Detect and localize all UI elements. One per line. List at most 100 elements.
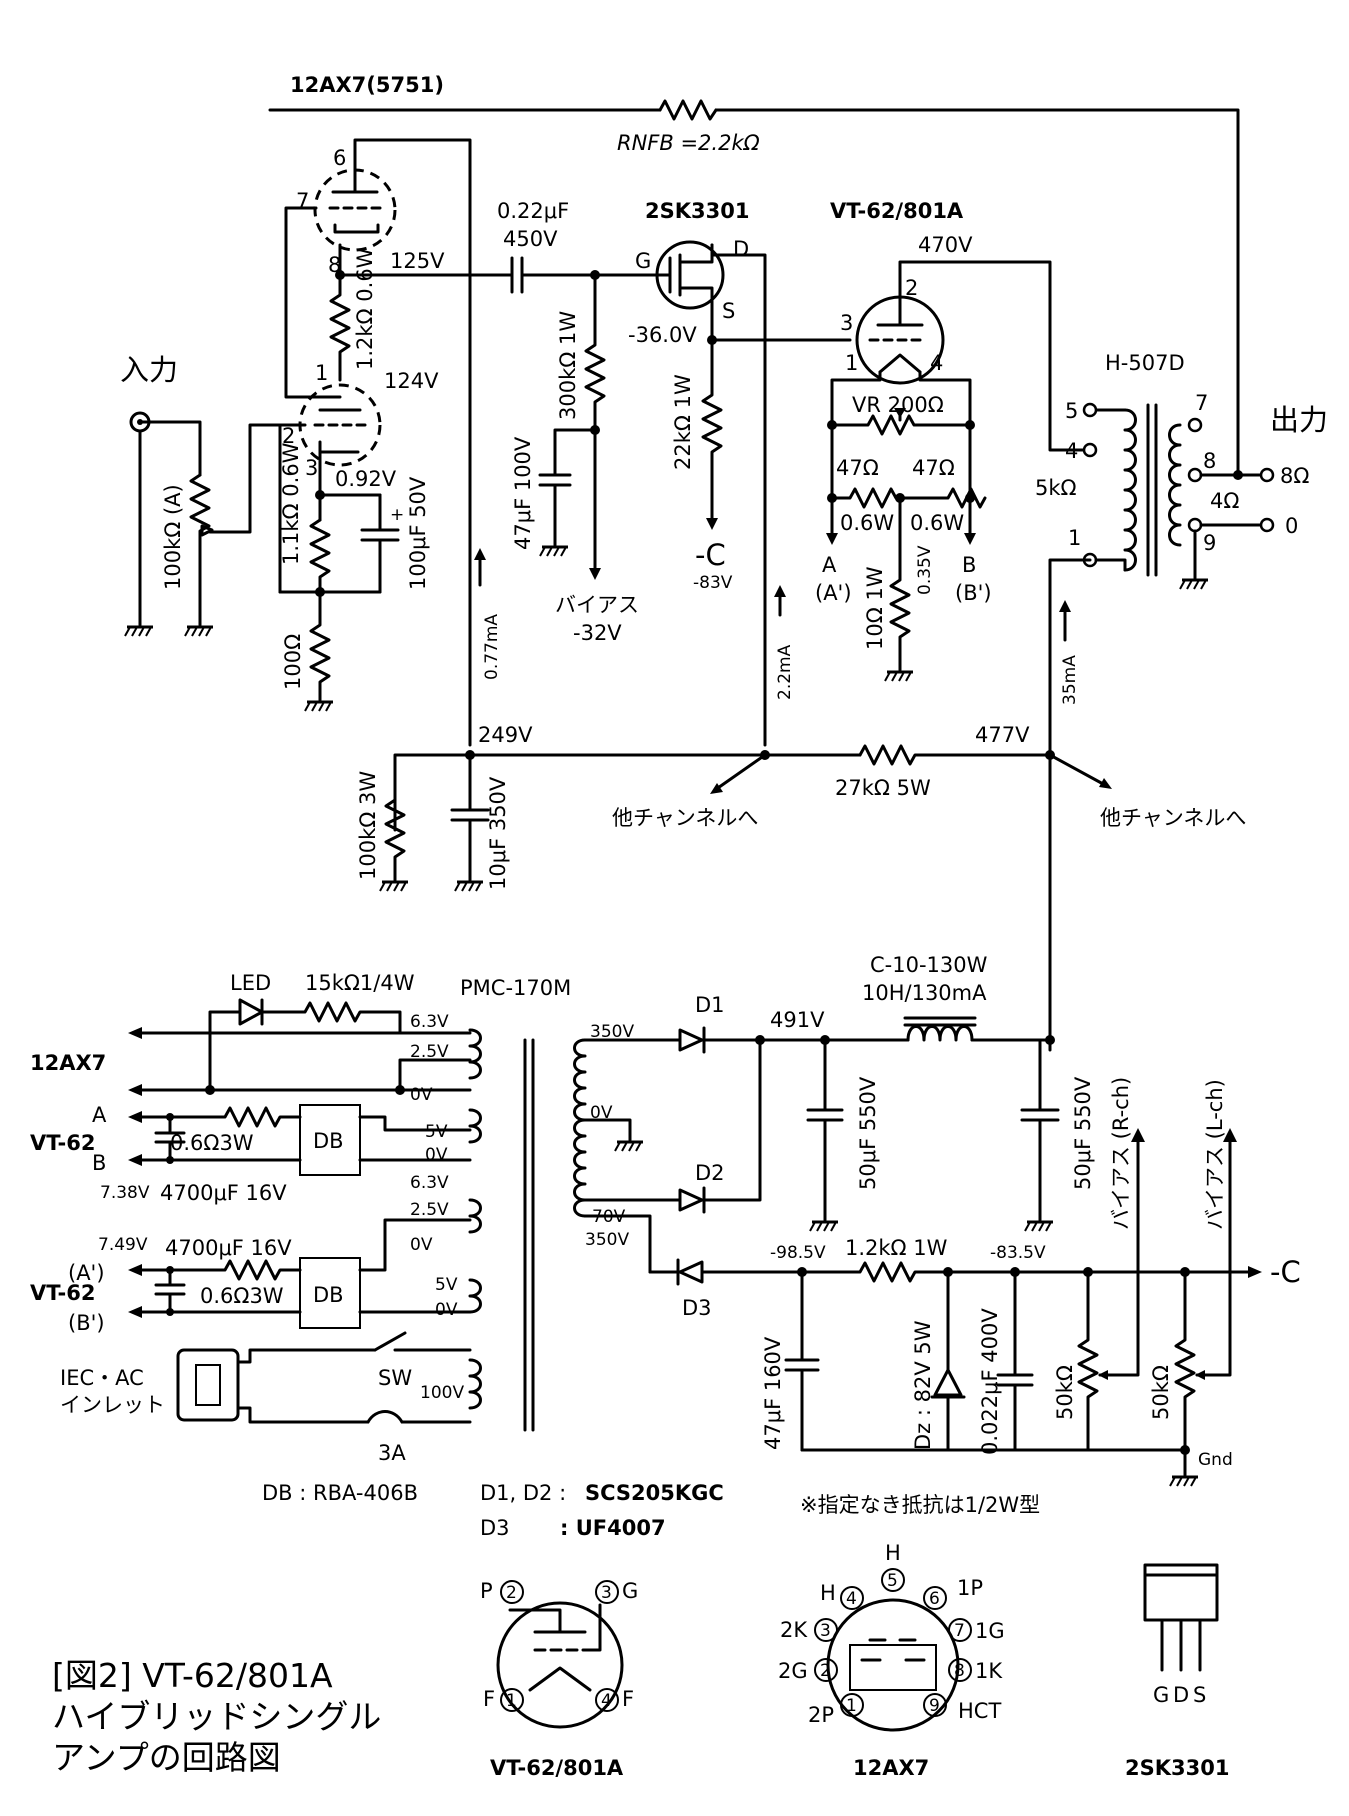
v350a: 350V — [590, 1022, 634, 1042]
zener-dz — [930, 1270, 966, 1452]
note-db-label: DB : RBA-406B — [262, 1481, 418, 1505]
ot-pin5: 5 — [1065, 399, 1078, 423]
diode-d2 — [678, 1188, 704, 1212]
vt62-pin1: 1 — [845, 351, 858, 375]
heater-12ax7: 12AX7 — [30, 1051, 106, 1075]
caption-line-1: [図2] VT-62/801A — [52, 1656, 333, 1695]
sw-label: SW — [378, 1366, 412, 1390]
gate-cap-label: 47μF 100V — [511, 436, 535, 550]
v0d: 0V — [435, 1300, 458, 1320]
caption-line-3: アンプの回路図 — [52, 1738, 281, 1777]
iec-label-2: インレット — [60, 1393, 165, 1417]
v749: 7.49V — [98, 1235, 148, 1255]
note-d12-value: SCS205KGC — [585, 1481, 724, 1505]
ax7-pin-6: 6 — [929, 1589, 940, 1609]
vr50b-label: 50kΩ — [1149, 1365, 1173, 1420]
ax7-pin-3: 3 — [820, 1621, 831, 1641]
ax7-pin-7: 7 — [954, 1621, 965, 1641]
r27k-label: 27kΩ 5W — [835, 776, 931, 800]
ax7-label-hct: HCT — [958, 1699, 1001, 1723]
volume-label: 100kΩ (A) — [161, 484, 185, 590]
fet-pin-s: S — [1193, 1683, 1206, 1707]
ot-pin1: 1 — [1068, 526, 1081, 550]
input-label: 入力 — [120, 353, 178, 387]
v0e: 0V — [590, 1103, 613, 1123]
iec-label-1: IEC・AC — [60, 1366, 144, 1390]
output-tube-title: VT-62/801A — [830, 199, 964, 223]
ax7-label-h-top: H — [885, 1541, 901, 1565]
note-d3-label: D3 — [480, 1516, 510, 1540]
r06b-label: 0.6Ω3W — [200, 1284, 284, 1308]
figure-caption: [図2] VT-62/801A ハイブリッドシングル アンプの回路図 — [52, 1655, 381, 1778]
source-resistor-label: 22kΩ 1W — [671, 374, 695, 470]
ax7-label-2k: 2K — [780, 1618, 808, 1642]
cap-plus: + — [390, 505, 404, 525]
bias-voltage-amp: -32V — [573, 621, 622, 645]
mosfet-title: 2SK3301 — [645, 199, 749, 223]
caption-line-2: ハイブリッドシングル — [52, 1697, 382, 1736]
vt62-pinout-title: VT-62/801A — [490, 1756, 624, 1780]
v835: -83.5V — [990, 1243, 1046, 1263]
fuse — [366, 1410, 404, 1424]
v63a: 6.3V — [410, 1012, 449, 1032]
c4700a-label: 4700μF 16V — [160, 1181, 287, 1205]
r47a: 47Ω — [836, 456, 879, 480]
v350b: 350V — [585, 1230, 629, 1250]
gate-resistor-label: 300kΩ 1W — [556, 311, 580, 420]
c10u-label: 10μF 350V — [486, 776, 510, 890]
bias-r-label: バイアス (R-ch) — [1109, 1077, 1133, 1230]
fil-b: B — [962, 553, 976, 577]
fet-package-body — [1143, 1573, 1219, 1622]
v0b: 0V — [425, 1145, 448, 1165]
voltage-470: 470V — [918, 233, 973, 257]
pin-3: 3 — [305, 456, 318, 480]
other-ch-2: 他チャンネルへ — [1100, 806, 1246, 830]
cathode-cap-label: 100μF 50V — [406, 476, 430, 590]
voltage-124: 124V — [384, 369, 439, 393]
r47b: 47Ω — [912, 456, 955, 480]
led-label: LED — [230, 971, 271, 995]
mosfet-g: G — [635, 249, 651, 273]
v5b: 5V — [435, 1275, 458, 1295]
ot-primary — [1123, 408, 1137, 572]
power-switch — [373, 1331, 407, 1352]
v0c: 0V — [410, 1235, 433, 1255]
pin-2: 2 — [282, 424, 295, 448]
coupling-cap-value: 0.22μF — [497, 199, 569, 223]
neg-c-label: -C — [695, 538, 726, 572]
heater-vt62a: VT-62 — [30, 1131, 95, 1155]
iec-inlet — [176, 1348, 240, 1422]
d2-label: D2 — [695, 1161, 725, 1185]
ax7-pin-2: 2 — [820, 1661, 831, 1681]
bias-label-amp: バイアス — [555, 593, 639, 617]
mosfet-s: S — [722, 299, 735, 323]
r12k-label: 1.2kΩ 1W — [845, 1236, 948, 1260]
other-ch-1: 他チャンネルへ — [612, 806, 758, 830]
plate-resistor-label: 1.2kΩ 0.6W — [353, 247, 377, 370]
db1-label: DB — [313, 1129, 344, 1153]
c50b-label: 50μF 550V — [1071, 1076, 1095, 1190]
dz-label: Dz : 82V 5W — [911, 1320, 935, 1450]
bias-l-label: バイアス (L-ch) — [1203, 1079, 1227, 1230]
ot-title: H-507D — [1105, 351, 1185, 375]
v491: 491V — [770, 1008, 825, 1032]
vt62-pin-3: 3 — [601, 1583, 612, 1603]
v25b: 2.5V — [410, 1200, 449, 1220]
r06b: 0.6W — [910, 511, 964, 535]
ax7-label-h-left: H — [820, 1581, 836, 1605]
note-d3-value: : UF4007 — [560, 1516, 666, 1540]
vt62-pin-4: 4 — [601, 1691, 612, 1711]
vt62-base-pinout — [496, 1601, 624, 1729]
ot-pin8: 8 — [1203, 449, 1216, 473]
r100k3w-label: 100kΩ 3W — [356, 771, 380, 880]
ot-secondary — [1168, 423, 1182, 547]
source-voltage: -36.0V — [628, 323, 697, 347]
r-led-label: 15kΩ1/4W — [305, 971, 415, 995]
fuse-label: 3A — [378, 1441, 406, 1465]
heater-b2: (B') — [68, 1311, 105, 1335]
vr200-label: VR 200Ω — [852, 393, 944, 417]
note-d12-label: D1, D2 : — [480, 1481, 566, 1505]
ax7-label-1k: 1K — [975, 1659, 1003, 1683]
choke-spec: 10H/130mA — [862, 981, 987, 1005]
